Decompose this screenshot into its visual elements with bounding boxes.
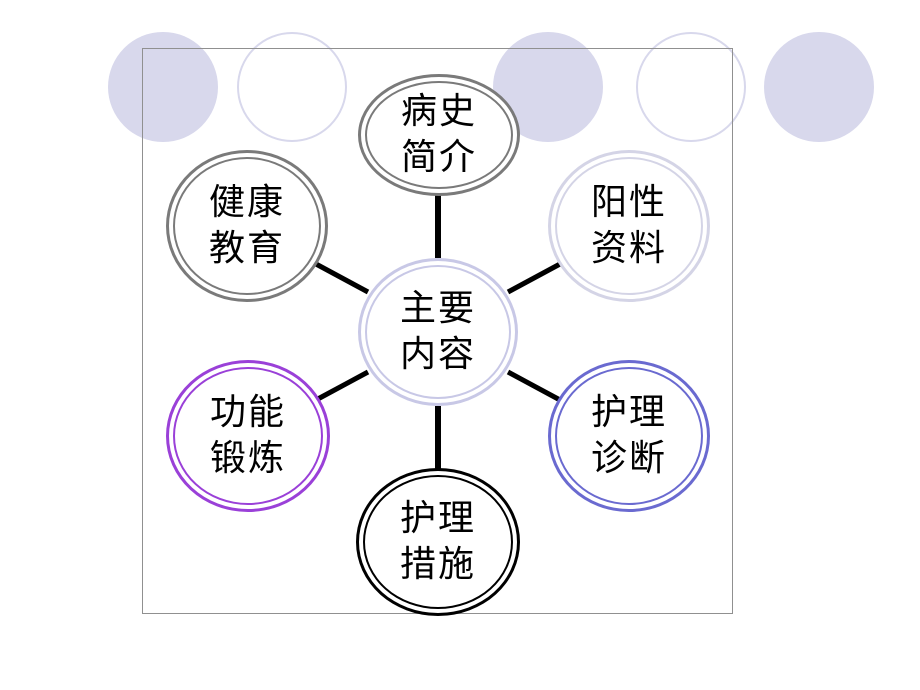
node-education-line-1: 健康	[208, 182, 285, 223]
node-measures[interactable]: 护理 措施	[356, 468, 520, 616]
node-exercise-line-2: 锻炼	[209, 438, 286, 479]
decor-ring-4	[636, 32, 746, 142]
node-history[interactable]: 病史 简介	[358, 74, 520, 196]
center-node[interactable]: 主要 内容	[358, 258, 518, 406]
decor-circle-1	[108, 32, 218, 142]
node-education[interactable]: 健康 教育	[166, 150, 328, 302]
node-diagnosis[interactable]: 护理 诊断	[548, 360, 710, 512]
node-measures-line-1: 护理	[399, 498, 476, 539]
spoke-diagnosis	[506, 369, 562, 403]
decor-ring-2	[237, 32, 347, 142]
node-positive[interactable]: 阳性 资料	[548, 150, 710, 302]
node-positive-line-2: 资料	[590, 228, 667, 269]
node-diagnosis-line-1: 护理	[590, 392, 667, 433]
spoke-positive	[506, 261, 562, 295]
center-line-2: 内容	[399, 334, 476, 375]
node-history-line-1: 病史	[400, 91, 477, 132]
spoke-education	[314, 261, 370, 295]
node-history-line-2: 简介	[400, 137, 477, 178]
node-education-line-2: 教育	[208, 228, 285, 269]
node-exercise-line-1: 功能	[209, 392, 286, 433]
node-exercise[interactable]: 功能 锻炼	[166, 360, 330, 512]
node-diagnosis-line-2: 诊断	[590, 438, 667, 479]
spoke-exercise	[314, 369, 370, 403]
node-measures-line-2: 措施	[399, 544, 476, 585]
center-line-1: 主要	[399, 288, 476, 329]
decor-circle-5	[764, 32, 874, 142]
node-positive-line-1: 阳性	[590, 182, 667, 223]
